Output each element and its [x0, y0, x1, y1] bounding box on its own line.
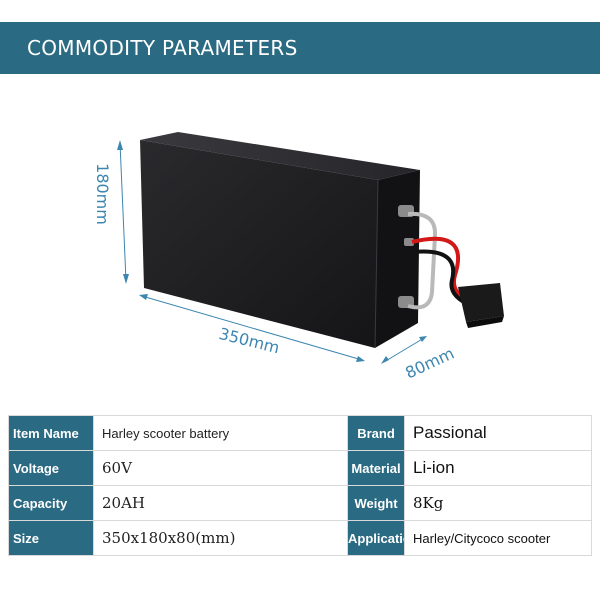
- table-row: Item Name Harley scooter battery Brand P…: [8, 415, 592, 451]
- spec-key-application-text: Application: [348, 530, 404, 546]
- spec-value-voltage: 60V: [93, 450, 348, 486]
- height-label: 180mm: [93, 163, 112, 225]
- spec-value-weight: 8Kg: [404, 485, 592, 521]
- battery-side-face: [375, 170, 420, 348]
- spec-value-capacity: 20AH: [93, 485, 348, 521]
- battery-front-face: [140, 140, 378, 348]
- table-row: Capacity 20AH Weight 8Kg: [8, 485, 592, 521]
- battery-top-face: [140, 132, 420, 180]
- page-title: COMMODITY PARAMETERS: [27, 36, 298, 60]
- connector-plug: [458, 283, 504, 322]
- spec-key-weight: Weight: [347, 485, 405, 521]
- red-cable: [411, 236, 469, 302]
- header-banner: COMMODITY PARAMETERS: [0, 22, 600, 74]
- black-cable: [413, 249, 473, 308]
- spec-key-size: Size: [8, 520, 94, 556]
- spec-value-application: Harley/Citycoco scooter: [404, 520, 592, 556]
- spec-value-size: 350x180x80(mm): [93, 520, 348, 556]
- spec-value-brand: Passional: [404, 415, 592, 451]
- spec-key-brand: Brand: [347, 415, 405, 451]
- spec-key-item-name: Item Name: [8, 415, 94, 451]
- product-image: 180mm 350mm 80mm: [93, 132, 504, 383]
- spec-value-material: Li-ion: [404, 450, 592, 486]
- table-row: Size 350x180x80(mm) Application Harley/C…: [8, 520, 592, 556]
- spec-key-application: Application: [347, 520, 405, 556]
- length-label: 350mm: [217, 324, 281, 357]
- table-row: Voltage 60V Material Li-ion: [8, 450, 592, 486]
- terminal-middle: [404, 238, 414, 246]
- spec-key-material: Material: [347, 450, 405, 486]
- spec-key-voltage: Voltage: [8, 450, 94, 486]
- spec-key-capacity: Capacity: [8, 485, 94, 521]
- spec-table: Item Name Harley scooter battery Brand P…: [8, 415, 592, 556]
- width-label: 80mm: [402, 344, 457, 383]
- carry-handle: [407, 211, 438, 310]
- spec-value-item-name: Harley scooter battery: [93, 415, 348, 451]
